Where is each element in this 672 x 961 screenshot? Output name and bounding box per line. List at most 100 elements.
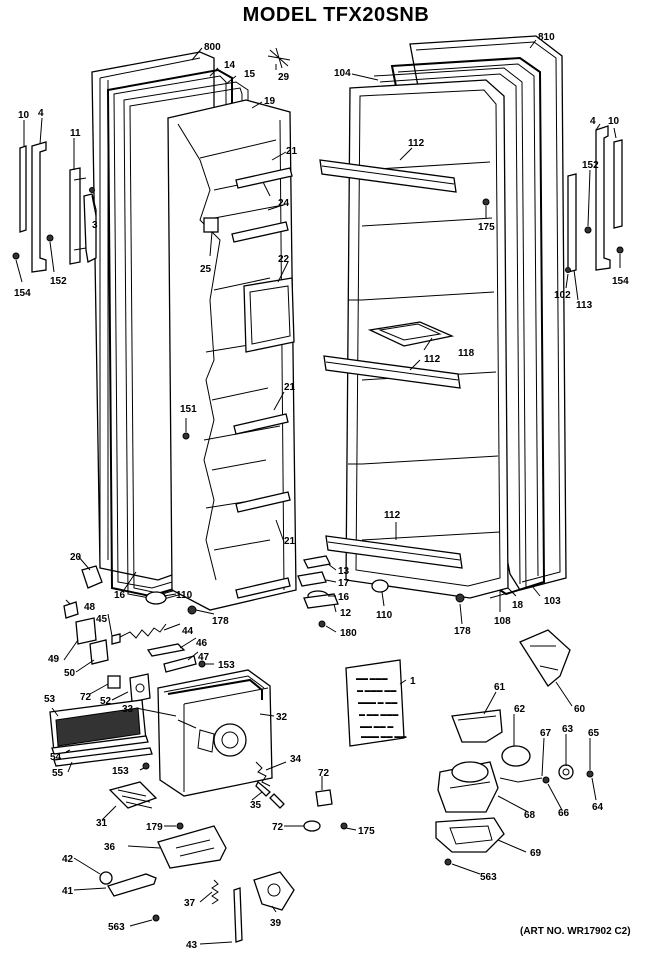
callout-108: 108 — [494, 616, 511, 627]
callout-21-upper: 21 — [286, 146, 298, 157]
callout-61: 61 — [494, 682, 506, 693]
screw-151 — [182, 432, 190, 440]
evaporator-fan-motor-68 — [437, 761, 499, 813]
callout-118: 118 — [458, 348, 475, 359]
callout-112-middle: 112 — [424, 354, 441, 365]
screw-180 — [318, 620, 326, 628]
callout-178-right: 178 — [454, 626, 471, 637]
card-line: ▬ ▬▬ ▬▬▬ — [359, 712, 398, 718]
callout-29: 29 — [278, 72, 290, 83]
callout-64: 64 — [592, 802, 604, 813]
callout-4-left: 4 — [38, 108, 44, 119]
callout-67: 67 — [540, 728, 552, 739]
callout-63: 63 — [562, 724, 574, 735]
callout-4-right: 4 — [590, 116, 596, 127]
spring-44 — [111, 623, 167, 645]
callout-16-right: 16 — [338, 592, 350, 603]
callout-151: 151 — [180, 404, 197, 415]
callout-800: 800 — [204, 42, 221, 53]
screw-175-upper — [482, 198, 490, 206]
callout-42: 42 — [62, 854, 74, 865]
card-line: ▬▬▬ ▬ ▬▬ — [358, 700, 397, 706]
callout-25: 25 — [200, 264, 212, 275]
callout-55: 55 — [52, 768, 64, 779]
callout-179: 179 — [146, 822, 163, 833]
bushing-72-mid — [315, 789, 333, 807]
callout-72-upper: 72 — [80, 692, 92, 703]
callout-37: 37 — [184, 898, 196, 909]
callout-563-right: 563 — [480, 872, 497, 883]
callout-14: 14 — [224, 60, 236, 71]
instruction-card-text: ▬▬ ▬▬▬ ▬ ▬▬▬ ▬▬ ▬▬▬ ▬ ▬▬ ▬ ▬▬ ▬▬▬ ▬▬ ▬▬ … — [356, 676, 406, 740]
bracket-49 — [75, 617, 97, 645]
callout-175-upper: 175 — [478, 222, 495, 233]
gear-housing-39 — [253, 871, 295, 911]
callout-110-left: 110 — [176, 590, 193, 601]
callout-104: 104 — [334, 68, 351, 79]
cam-parts-13-17 — [297, 555, 331, 587]
mounting-plate-36 — [157, 825, 227, 869]
callout-44: 44 — [182, 626, 194, 637]
callout-43: 43 — [186, 940, 198, 951]
callout-154-right: 154 — [612, 276, 629, 287]
rail-55 — [53, 747, 153, 767]
leader-lines — [15, 39, 621, 945]
callout-65: 65 — [588, 728, 600, 739]
callout-50: 50 — [64, 668, 76, 679]
freezer-door-panel-22 — [243, 277, 295, 353]
callout-47: 47 — [198, 652, 210, 663]
screw-178-left — [187, 605, 197, 615]
right-hinge-113 — [567, 173, 577, 273]
callout-18: 18 — [512, 600, 524, 611]
callout-563-left: 563 — [108, 922, 125, 933]
card-line: ▬ ▬▬▬ ▬▬ — [357, 688, 396, 694]
callout-153-upper: 153 — [218, 660, 235, 671]
freezer-shelf-bar-middle — [233, 413, 289, 435]
freezer-clip-25 — [203, 217, 219, 233]
screw-154-left — [12, 252, 20, 260]
callout-68: 68 — [524, 810, 536, 821]
clip-48 — [63, 601, 79, 619]
callout-10-left: 10 — [18, 110, 30, 121]
hinge-pin-20 — [81, 565, 103, 589]
left-handle-3 — [83, 193, 97, 263]
bracket-60 — [519, 629, 571, 687]
card-line: ▬▬ ▬▬ ▬ — [360, 724, 393, 730]
callout-labels: 800 14 15 29 19 10 4 11 3 21 24 25 22 15… — [14, 32, 629, 951]
callout-62: 62 — [514, 704, 526, 715]
freezer-shelf-bar-upper — [235, 167, 293, 189]
callout-16-left: 16 — [114, 590, 126, 601]
callout-31: 31 — [96, 818, 108, 829]
instruction-card-1 — [345, 659, 405, 747]
ice-bucket-assembly-32 — [157, 669, 273, 797]
callout-49: 49 — [48, 654, 60, 665]
callout-36: 36 — [104, 842, 116, 853]
lever-46 — [146, 643, 186, 657]
disc-62 — [501, 745, 531, 767]
spring-37 — [211, 879, 219, 905]
callout-102: 102 — [554, 290, 571, 301]
callout-3: 3 — [92, 220, 98, 231]
callout-110-right: 110 — [376, 610, 393, 621]
callout-48: 48 — [84, 602, 96, 613]
callout-112-lower: 112 — [384, 510, 401, 521]
switch-50 — [89, 639, 109, 665]
callout-13: 13 — [338, 566, 350, 577]
callout-22: 22 — [278, 254, 290, 265]
callout-33: 33 — [122, 704, 134, 715]
fan-shroud-61 — [451, 709, 503, 743]
card-line: ▬▬▬ ▬▬ ▬▬ — [361, 734, 406, 740]
clip-29 — [267, 47, 291, 69]
rod-41 — [107, 873, 157, 897]
screw-154-right — [616, 246, 624, 254]
screw-563-left — [152, 914, 160, 922]
callout-152-left: 152 — [50, 276, 67, 287]
right-handle-4 — [595, 125, 611, 271]
auger-33 — [155, 711, 197, 729]
callout-52: 52 — [100, 696, 112, 707]
callout-20: 20 — [70, 552, 82, 563]
grommet-63 — [558, 764, 574, 780]
screw-152-right — [584, 226, 592, 234]
callout-103: 103 — [544, 596, 561, 607]
tray-31 — [108, 781, 158, 809]
